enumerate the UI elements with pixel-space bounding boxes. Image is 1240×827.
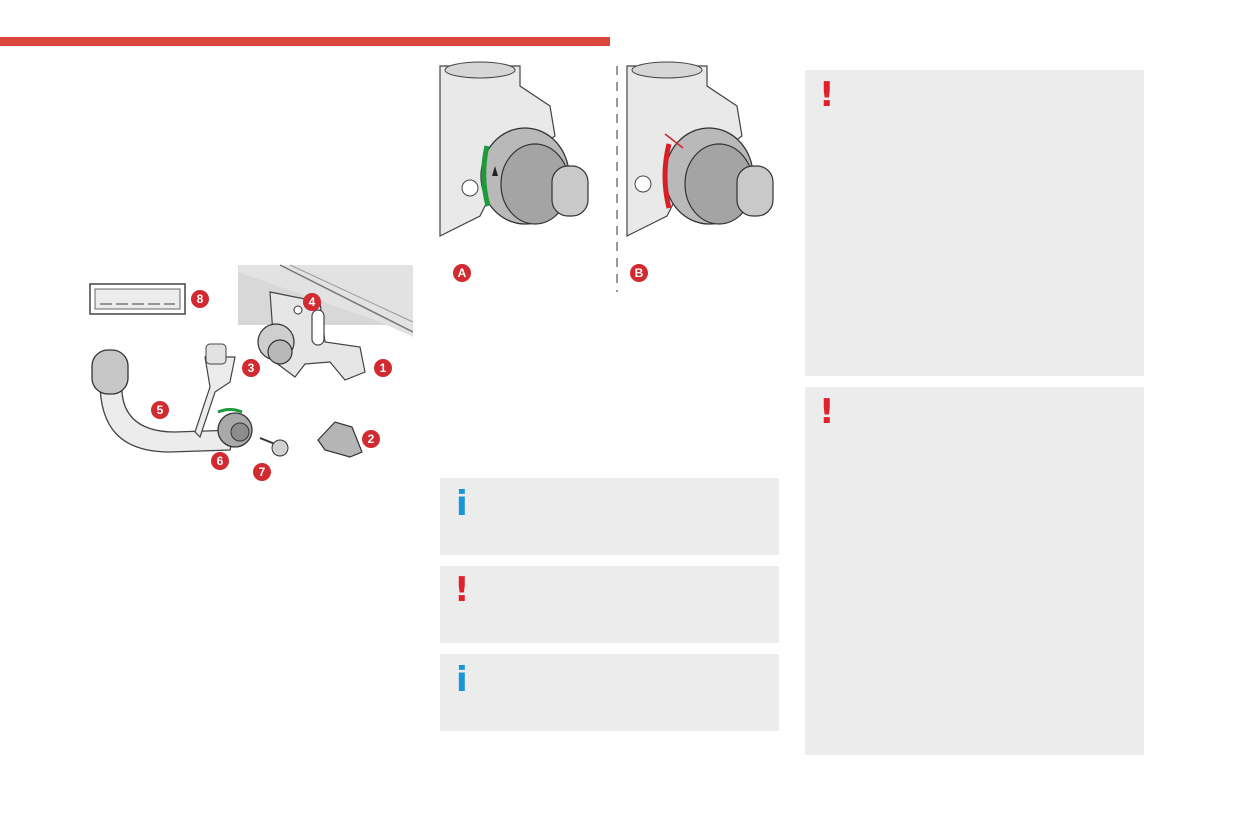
exclamation-icon: ! (454, 570, 470, 610)
diagram-label-7: 7 (253, 463, 271, 481)
exclamation-icon: ! (819, 75, 835, 115)
warning-note-box: ! (805, 70, 1144, 376)
towbar-diagram (89, 264, 414, 458)
info-icon: i (456, 660, 468, 700)
warning-note-box: ! (805, 387, 1144, 755)
lock-correct-illustration (439, 61, 590, 237)
diagram-label-1: 1 (374, 359, 392, 377)
header-accent-bar (0, 37, 610, 46)
diagram-label-6: 6 (211, 452, 229, 470)
panel-label-a: A (453, 264, 471, 282)
diagram-label-2: 2 (362, 430, 380, 448)
info-icon: i (456, 484, 468, 524)
info-note-box: i (440, 654, 779, 731)
exclamation-icon: ! (819, 392, 835, 432)
diagram-label-8: 8 (191, 290, 209, 308)
warning-note-box: ! (440, 566, 779, 643)
panel-divider (616, 66, 618, 292)
info-note-box: i (440, 478, 779, 555)
lock-incorrect-illustration (626, 61, 777, 237)
panel-label-b: B (630, 264, 648, 282)
diagram-label-4: 4 (303, 293, 321, 311)
diagram-label-5: 5 (151, 401, 169, 419)
diagram-label-3: 3 (242, 359, 260, 377)
